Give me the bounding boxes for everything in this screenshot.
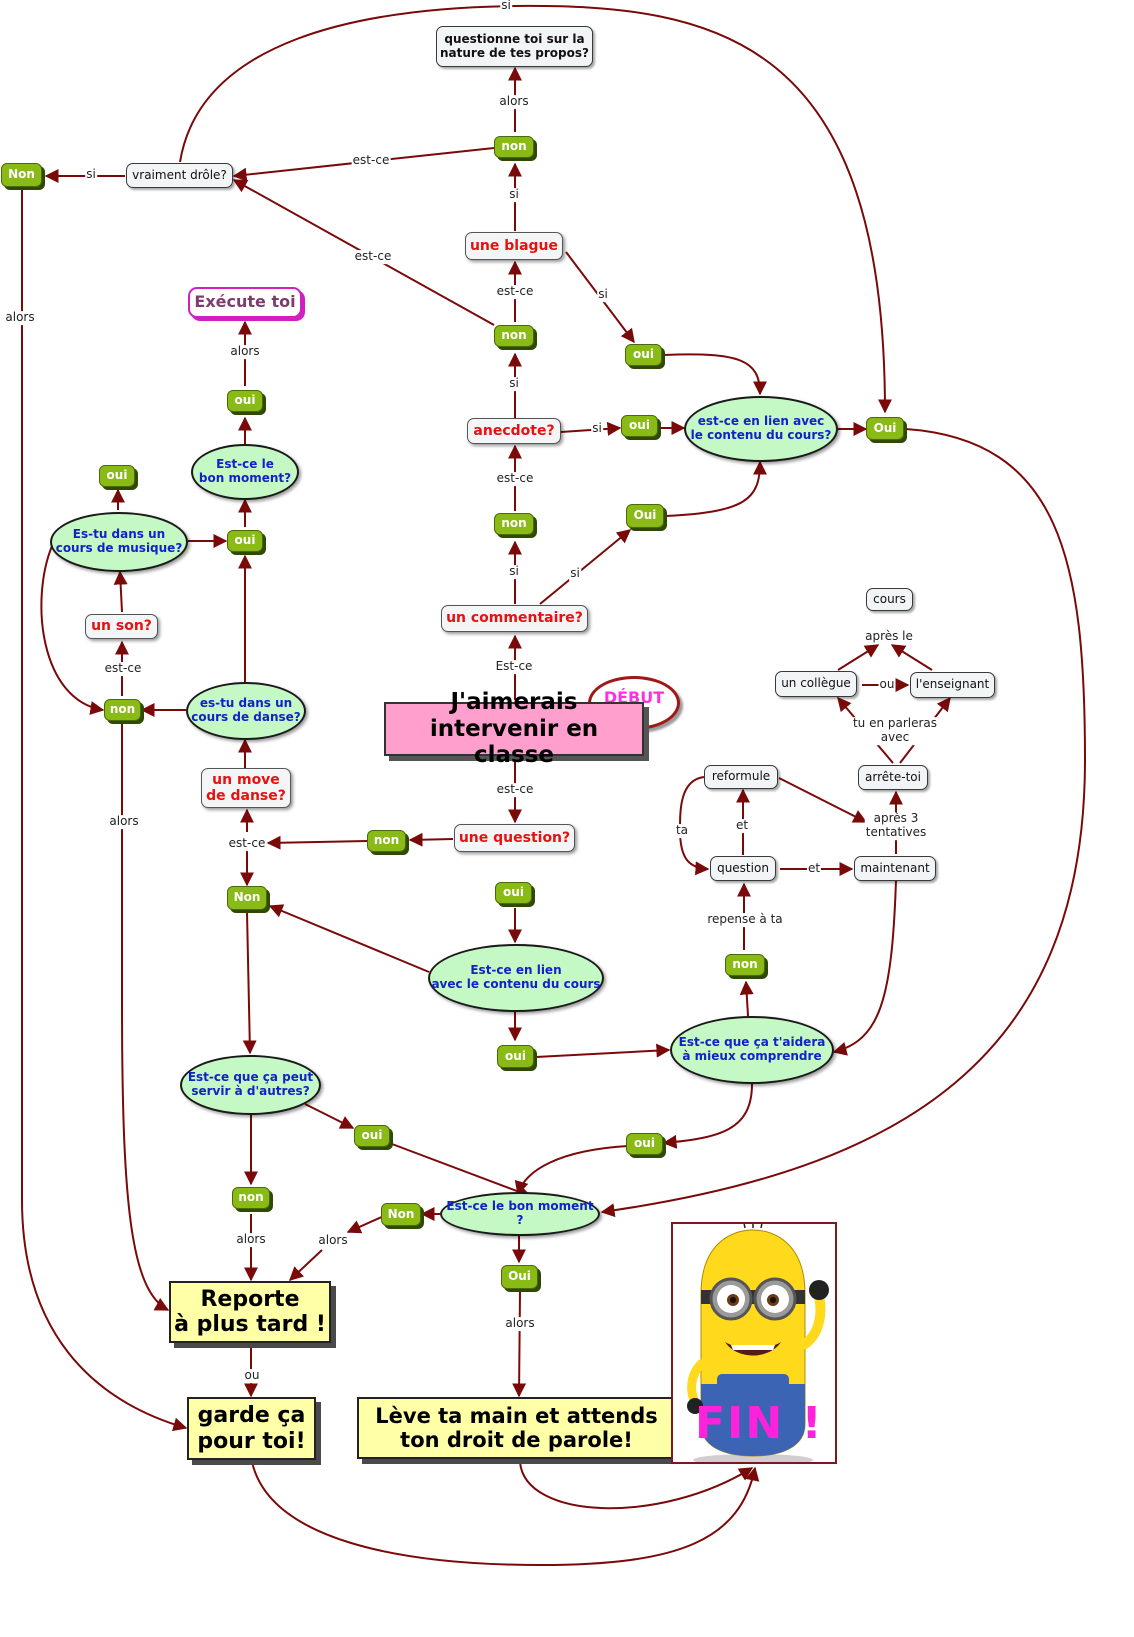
- label-est-ce: est-ce: [227, 836, 267, 851]
- node-non-bon-moment[interactable]: Non: [381, 1203, 421, 1226]
- node-non-question[interactable]: non: [367, 830, 406, 852]
- label-alors: alors: [108, 814, 140, 829]
- label-ou: ou: [878, 677, 896, 692]
- label-et: et: [806, 861, 822, 876]
- node-cours-danse[interactable]: es-tu dans un cours de danse?: [186, 682, 306, 740]
- label-apres-3-tentatives: après 3 tentatives: [864, 811, 928, 840]
- fin-label: FIN !: [695, 1398, 824, 1449]
- node-leve-main[interactable]: Lève ta main et attends ton droit de par…: [357, 1397, 676, 1459]
- node-oui-musique[interactable]: oui: [99, 465, 135, 487]
- label-ta: ta: [674, 823, 690, 838]
- node-non-commentaire[interactable]: non: [494, 513, 534, 535]
- label-alors: alors: [229, 344, 261, 359]
- node-oui-lien[interactable]: Oui: [866, 417, 904, 440]
- label-ou: ou: [243, 1368, 261, 1383]
- node-oui-question[interactable]: oui: [495, 882, 532, 904]
- node-bon-moment-top[interactable]: Est-ce le bon moment?: [191, 444, 299, 500]
- label-si: si: [597, 287, 609, 302]
- node-oui-contenu[interactable]: oui: [497, 1045, 534, 1068]
- node-lien-contenu[interactable]: Est-ce en lien avec le contenu du cours: [428, 944, 604, 1012]
- node-oui-mid[interactable]: oui: [227, 530, 263, 552]
- node-cours-musique[interactable]: Es-tu dans un cours de musique?: [50, 512, 188, 572]
- label-est-ce: est-ce: [495, 471, 535, 486]
- node-non-top[interactable]: non: [494, 136, 534, 158]
- node-cours[interactable]: cours: [866, 588, 913, 611]
- node-reformule[interactable]: reformule: [704, 765, 778, 789]
- label-est-ce: est-ce: [353, 249, 393, 264]
- node-bon-moment[interactable]: Est-ce le bon moment ?: [440, 1192, 600, 1236]
- label-et: et: [734, 818, 750, 833]
- node-non-left[interactable]: Non: [1, 163, 42, 187]
- label-si: si: [508, 564, 520, 579]
- node-arrete-toi[interactable]: arrête-toi: [858, 765, 928, 790]
- node-non-danse[interactable]: non: [104, 699, 141, 721]
- node-non-est-ce[interactable]: Non: [227, 886, 267, 910]
- node-un-son[interactable]: un son?: [85, 614, 158, 639]
- label-repense: repense à ta: [706, 912, 784, 927]
- label-si: si: [569, 566, 581, 581]
- label-est-ce: est-ce: [495, 782, 535, 797]
- node-questionne[interactable]: questionne toi sur la nature de tes prop…: [436, 26, 593, 67]
- label-si: si: [508, 376, 520, 391]
- label-alors: alors: [317, 1233, 349, 1248]
- node-un-collegue[interactable]: un collègue: [775, 671, 857, 697]
- node-oui-bon-moment[interactable]: oui: [227, 390, 263, 412]
- node-execute-toi[interactable]: Exécute toi: [188, 287, 302, 318]
- minion-illustration: [687, 1224, 829, 1462]
- label-alors: alors: [235, 1232, 267, 1247]
- node-vraiment-drole[interactable]: vraiment drôle?: [126, 163, 233, 188]
- node-oui-blague[interactable]: oui: [625, 344, 662, 366]
- label-si: si: [85, 167, 97, 182]
- node-non-aidera[interactable]: non: [725, 954, 765, 976]
- node-lien-cours[interactable]: est-ce en lien avec le contenu du cours?: [684, 396, 838, 462]
- node-move-danse[interactable]: un move de danse?: [201, 768, 291, 808]
- node-servir-autres[interactable]: Est-ce que ça peut servir à d'autres?: [180, 1055, 321, 1115]
- node-oui-aidera[interactable]: oui: [626, 1133, 663, 1155]
- label-est-ce: est-ce: [351, 153, 391, 168]
- label-est-ce: Est-ce: [494, 659, 534, 674]
- node-garde[interactable]: garde ça pour toi!: [187, 1397, 316, 1460]
- label-alors: alors: [504, 1316, 536, 1331]
- label-apres-le: après le: [864, 629, 914, 644]
- node-une-blague[interactable]: une blague: [465, 232, 563, 260]
- node-oui-servir[interactable]: oui: [354, 1125, 390, 1147]
- node-oui-anecdote[interactable]: oui: [621, 415, 658, 437]
- node-oui-bon-moment-bottom[interactable]: Oui: [501, 1265, 538, 1289]
- node-un-commentaire[interactable]: un commentaire?: [441, 605, 588, 632]
- node-non-blague[interactable]: non: [494, 325, 534, 347]
- label-alors: alors: [498, 94, 530, 109]
- node-oui-commentaire[interactable]: Oui: [626, 504, 664, 528]
- label-tu-en-parleras: tu en parleras avec: [851, 716, 939, 745]
- node-aidera[interactable]: Est-ce que ça t'aidera à mieux comprendr…: [670, 1016, 834, 1084]
- node-enseignant[interactable]: l'enseignant: [910, 672, 995, 698]
- node-reporte[interactable]: Reporte à plus tard !: [169, 1281, 331, 1343]
- label-si: si: [591, 421, 603, 436]
- node-une-question[interactable]: une question?: [454, 824, 575, 852]
- label-si: si: [508, 187, 520, 202]
- fin-box[interactable]: [671, 1222, 837, 1464]
- label-est-ce: est-ce: [103, 661, 143, 676]
- node-anecdote[interactable]: anecdote?: [467, 418, 561, 444]
- node-non-servir[interactable]: non: [232, 1187, 270, 1209]
- label-est-ce: est-ce: [495, 284, 535, 299]
- node-question-small[interactable]: question: [710, 856, 776, 881]
- node-start[interactable]: J'aimerais intervenir en classe: [384, 689, 644, 768]
- label-si: si: [500, 0, 512, 13]
- label-alors: alors: [4, 310, 36, 325]
- node-maintenant[interactable]: maintenant: [854, 856, 936, 881]
